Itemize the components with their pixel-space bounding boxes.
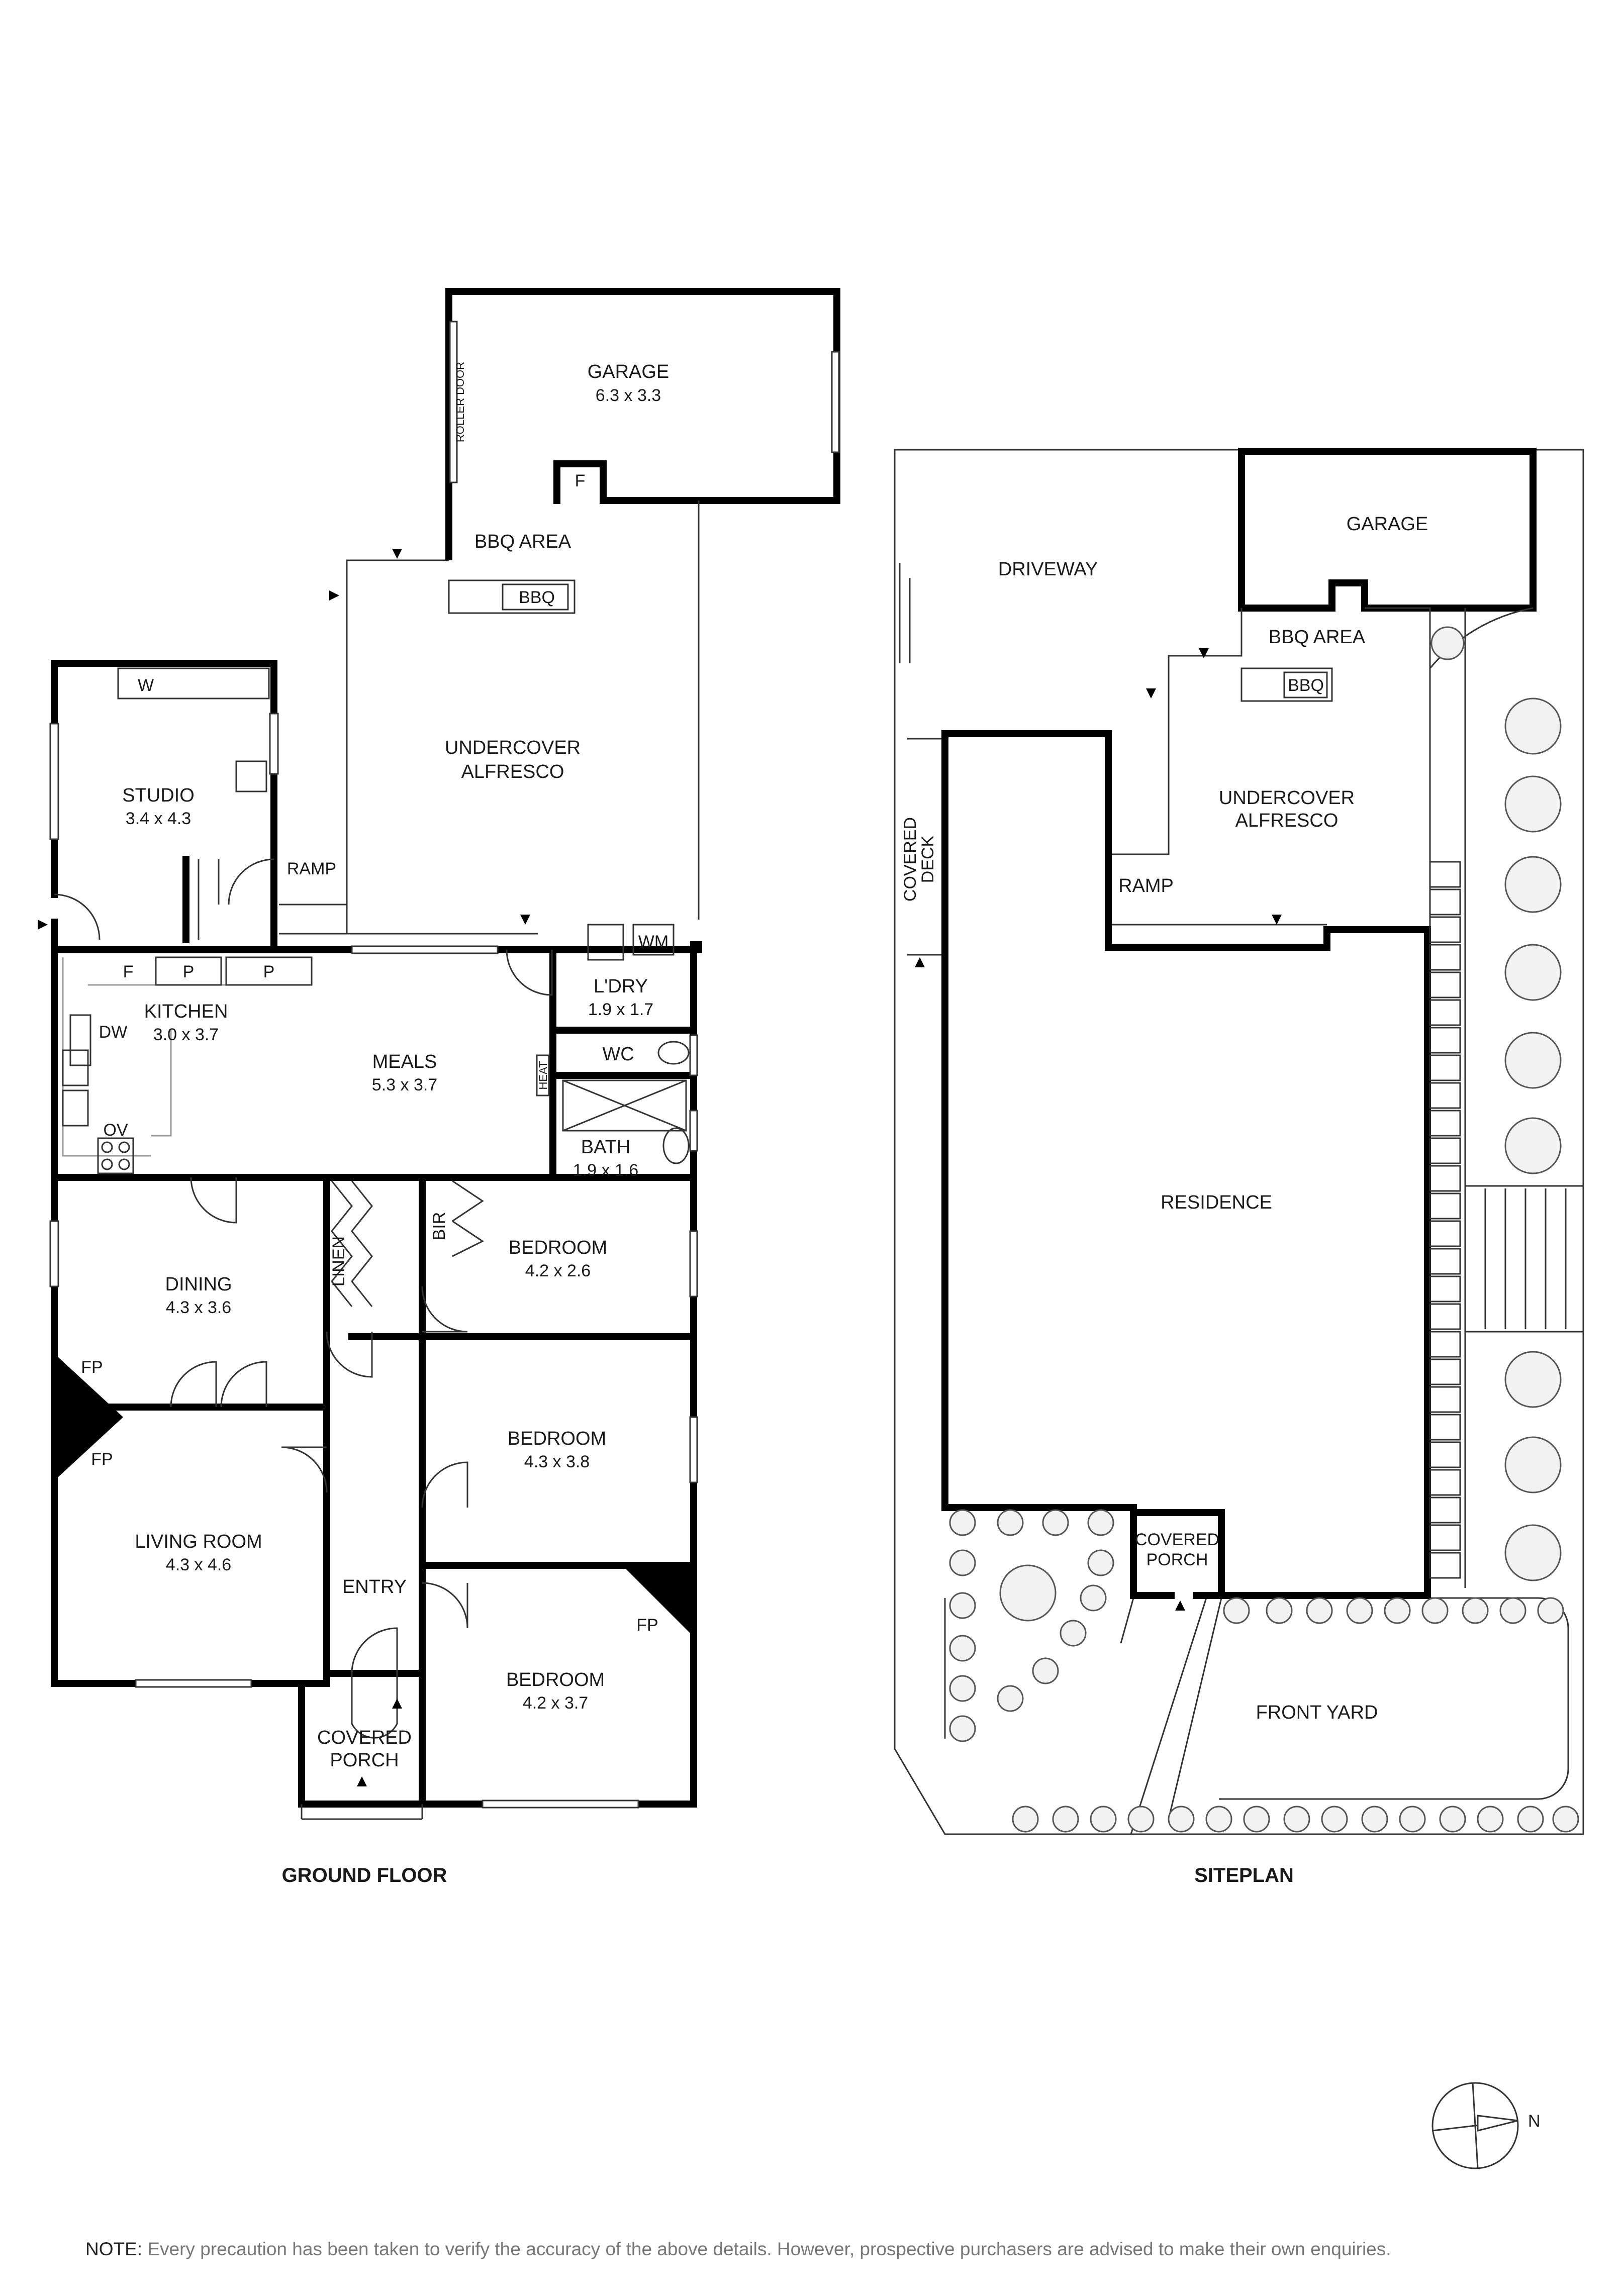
roller-door-label: ROLLER DOOR <box>454 362 466 442</box>
site-residence <box>941 730 1431 1599</box>
site-bbq-label: BBQ <box>1288 676 1324 695</box>
washing-machine-label: WM <box>638 932 668 951</box>
linen-label: LINEN <box>329 1236 348 1286</box>
residence-label: RESIDENCE <box>1161 1192 1272 1213</box>
site-alfresco-label-1: UNDERCOVER <box>1219 787 1355 809</box>
garage-room <box>445 288 840 504</box>
covered-deck-label-1: COVERED <box>901 817 920 902</box>
fireplace-label-3: FP <box>636 1616 658 1635</box>
meals-label: MEALS <box>372 1051 437 1072</box>
bedroom-3-label: BEDROOM <box>506 1669 605 1690</box>
site-boundary <box>894 449 1584 1835</box>
oven-label: OV <box>103 1121 128 1140</box>
bedroom-1-dims: 4.2 x 2.6 <box>525 1261 591 1280</box>
pantry-label-1: P <box>183 962 195 981</box>
interior-doors <box>170 1180 484 1739</box>
bbq-counter <box>448 579 576 614</box>
studio-room <box>49 660 279 948</box>
bedroom-3-dims: 4.2 x 3.7 <box>523 1693 588 1713</box>
ground-floor-plan: GARAGE 6.3 x 3.3 F ROLLER DOOR BBQ AREA … <box>38 288 840 1886</box>
north-label: N <box>1528 2112 1541 2131</box>
siteplan-labels: DRIVEWAY GARAGE BBQ AREA BBQ UNDERCOVER … <box>901 514 1428 1886</box>
porch-label-2: PORCH <box>330 1750 399 1771</box>
disclaimer-note: NOTE: Every precaution has been taken to… <box>85 2239 1391 2260</box>
studio-dims: 3.4 x 4.3 <box>126 809 191 828</box>
note-prefix: NOTE: <box>85 2239 143 2259</box>
bedroom-2-dims: 4.3 x 3.8 <box>524 1452 590 1471</box>
covered-porch-outline <box>301 1804 423 1820</box>
bbq-area-label: BBQ AREA <box>474 531 571 552</box>
entry-arrows <box>38 549 530 1786</box>
studio-w-label: W <box>138 676 154 695</box>
house-walls <box>49 941 702 1809</box>
kitchen-label: KITCHEN <box>144 1001 228 1022</box>
entry-label: ENTRY <box>342 1576 407 1598</box>
side-path <box>1429 607 1584 1588</box>
dining-label: DINING <box>165 1274 232 1295</box>
wet-area-fixtures <box>506 924 690 1164</box>
bedroom-1-label: BEDROOM <box>509 1237 607 1258</box>
covered-deck-label-2: DECK <box>918 835 937 883</box>
bbq-label: BBQ <box>519 588 555 607</box>
garage-fridge-label: F <box>575 471 586 490</box>
garage-label: GARAGE <box>588 361 670 382</box>
site-alfresco <box>1111 607 1431 926</box>
alfresco-label-2: ALFRESCO <box>461 761 564 782</box>
studio-label: STUDIO <box>122 785 195 806</box>
fireplace-living <box>58 1357 123 1477</box>
bedroom-2-label: BEDROOM <box>508 1428 606 1449</box>
ground-floor-title: GROUND FLOOR <box>282 1864 447 1886</box>
siteplan-title: SITEPLAN <box>1194 1864 1294 1886</box>
alfresco-outline <box>346 501 700 935</box>
ground-floor-labels: GARAGE 6.3 x 3.3 F ROLLER DOOR BBQ AREA … <box>81 361 669 1886</box>
site-alfresco-label-2: ALFRESCO <box>1235 810 1339 831</box>
bir-label: BIR <box>430 1212 449 1241</box>
fireplace-label-1: FP <box>81 1358 103 1377</box>
site-ramp-label: RAMP <box>1118 875 1174 896</box>
wc-label: WC <box>602 1044 634 1065</box>
note-text: Every precaution has been taken to verif… <box>142 2239 1391 2259</box>
site-trees <box>949 626 1579 1833</box>
living-room-label: LIVING ROOM <box>135 1531 262 1552</box>
ramp-label: RAMP <box>287 859 336 878</box>
bath-label: BATH <box>581 1137 631 1158</box>
fireplace-label-2: FP <box>91 1450 113 1469</box>
porch-label-1: COVERED <box>317 1727 412 1748</box>
pantry-label-2: P <box>263 962 275 981</box>
kitchen-fixtures <box>62 956 313 1224</box>
alfresco-label-1: UNDERCOVER <box>445 737 581 758</box>
laundry-label: L'DRY <box>594 976 648 997</box>
dining-dims: 4.3 x 3.6 <box>166 1298 231 1317</box>
site-garage-label: GARAGE <box>1347 514 1428 535</box>
site-porch-label-1: COVERED <box>1135 1530 1219 1549</box>
fireplace-bedroom <box>626 1569 690 1633</box>
site-bbq-area-label: BBQ AREA <box>1269 627 1366 648</box>
meals-dims: 5.3 x 3.7 <box>372 1075 437 1094</box>
dishwasher-label: DW <box>99 1023 128 1042</box>
bath-dims: 1.9 x 1.6 <box>573 1161 638 1180</box>
front-yard-label: FRONT YARD <box>1256 1702 1378 1723</box>
living-room-dims: 4.3 x 4.6 <box>166 1555 231 1574</box>
laundry-dims: 1.9 x 1.7 <box>588 1000 653 1019</box>
kitchen-dims: 3.0 x 3.7 <box>153 1025 219 1044</box>
site-porch-label-2: PORCH <box>1147 1550 1208 1569</box>
siteplan: DRIVEWAY GARAGE BBQ AREA BBQ UNDERCOVER … <box>894 448 1584 1886</box>
kitchen-fridge-label: F <box>123 962 134 981</box>
compass-icon: N <box>1431 2082 1541 2169</box>
heater-label: HEAT <box>537 1061 549 1089</box>
site-garage <box>1238 448 1537 612</box>
driveway-label: DRIVEWAY <box>998 559 1098 580</box>
garage-dims: 6.3 x 3.3 <box>596 386 661 405</box>
